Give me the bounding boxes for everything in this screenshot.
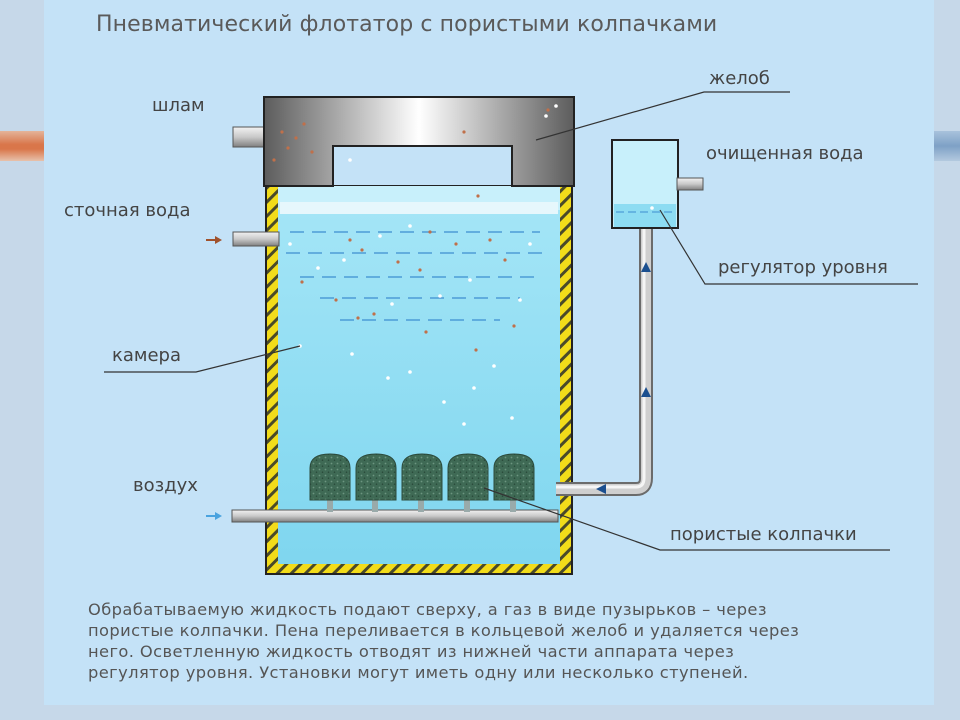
description-line: регулятор уровня. Установки могут иметь … <box>88 663 749 682</box>
foam-layer <box>280 202 558 214</box>
label-porous-caps: пористые колпачки <box>670 524 857 545</box>
sludge-trough <box>263 96 575 187</box>
description-line: него. Осветленную жидкость отводят из ни… <box>88 642 735 661</box>
clean-water-pipe <box>676 177 704 191</box>
arrow-up-icon <box>641 262 651 272</box>
description-line: Обрабатываемую жидкость подают сверху, а… <box>88 600 767 619</box>
page-title: Пневматический флотатор с пористыми колп… <box>96 12 718 37</box>
label-air: воздух <box>133 475 198 496</box>
decor-stripe-right <box>934 131 960 161</box>
air-pipe <box>231 509 559 523</box>
description-line: пористые колпачки. Пена переливается в к… <box>88 621 800 640</box>
description-text: Обрабатываемую жидкость подают сверху, а… <box>88 599 888 683</box>
decor-stripe-left <box>0 131 44 161</box>
label-trough: желоб <box>709 68 770 89</box>
label-sludge: шлам <box>152 95 205 116</box>
label-wastewater: сточная вода <box>64 200 191 221</box>
porous-caps <box>309 453 535 512</box>
water-surface-lines <box>286 231 550 321</box>
arrow-right-icon <box>596 484 606 494</box>
label-chamber: камера <box>112 345 182 366</box>
wastewater-pipe <box>232 231 280 247</box>
sludge-particles <box>272 108 550 352</box>
air-bubbles <box>288 104 654 426</box>
arrow-up-icon <box>641 387 651 397</box>
flow-arrows <box>596 262 651 494</box>
leader-lines <box>104 91 918 551</box>
label-level-regulator: регулятор уровня <box>718 257 888 278</box>
label-clean-water: очищенная вода <box>706 143 864 164</box>
